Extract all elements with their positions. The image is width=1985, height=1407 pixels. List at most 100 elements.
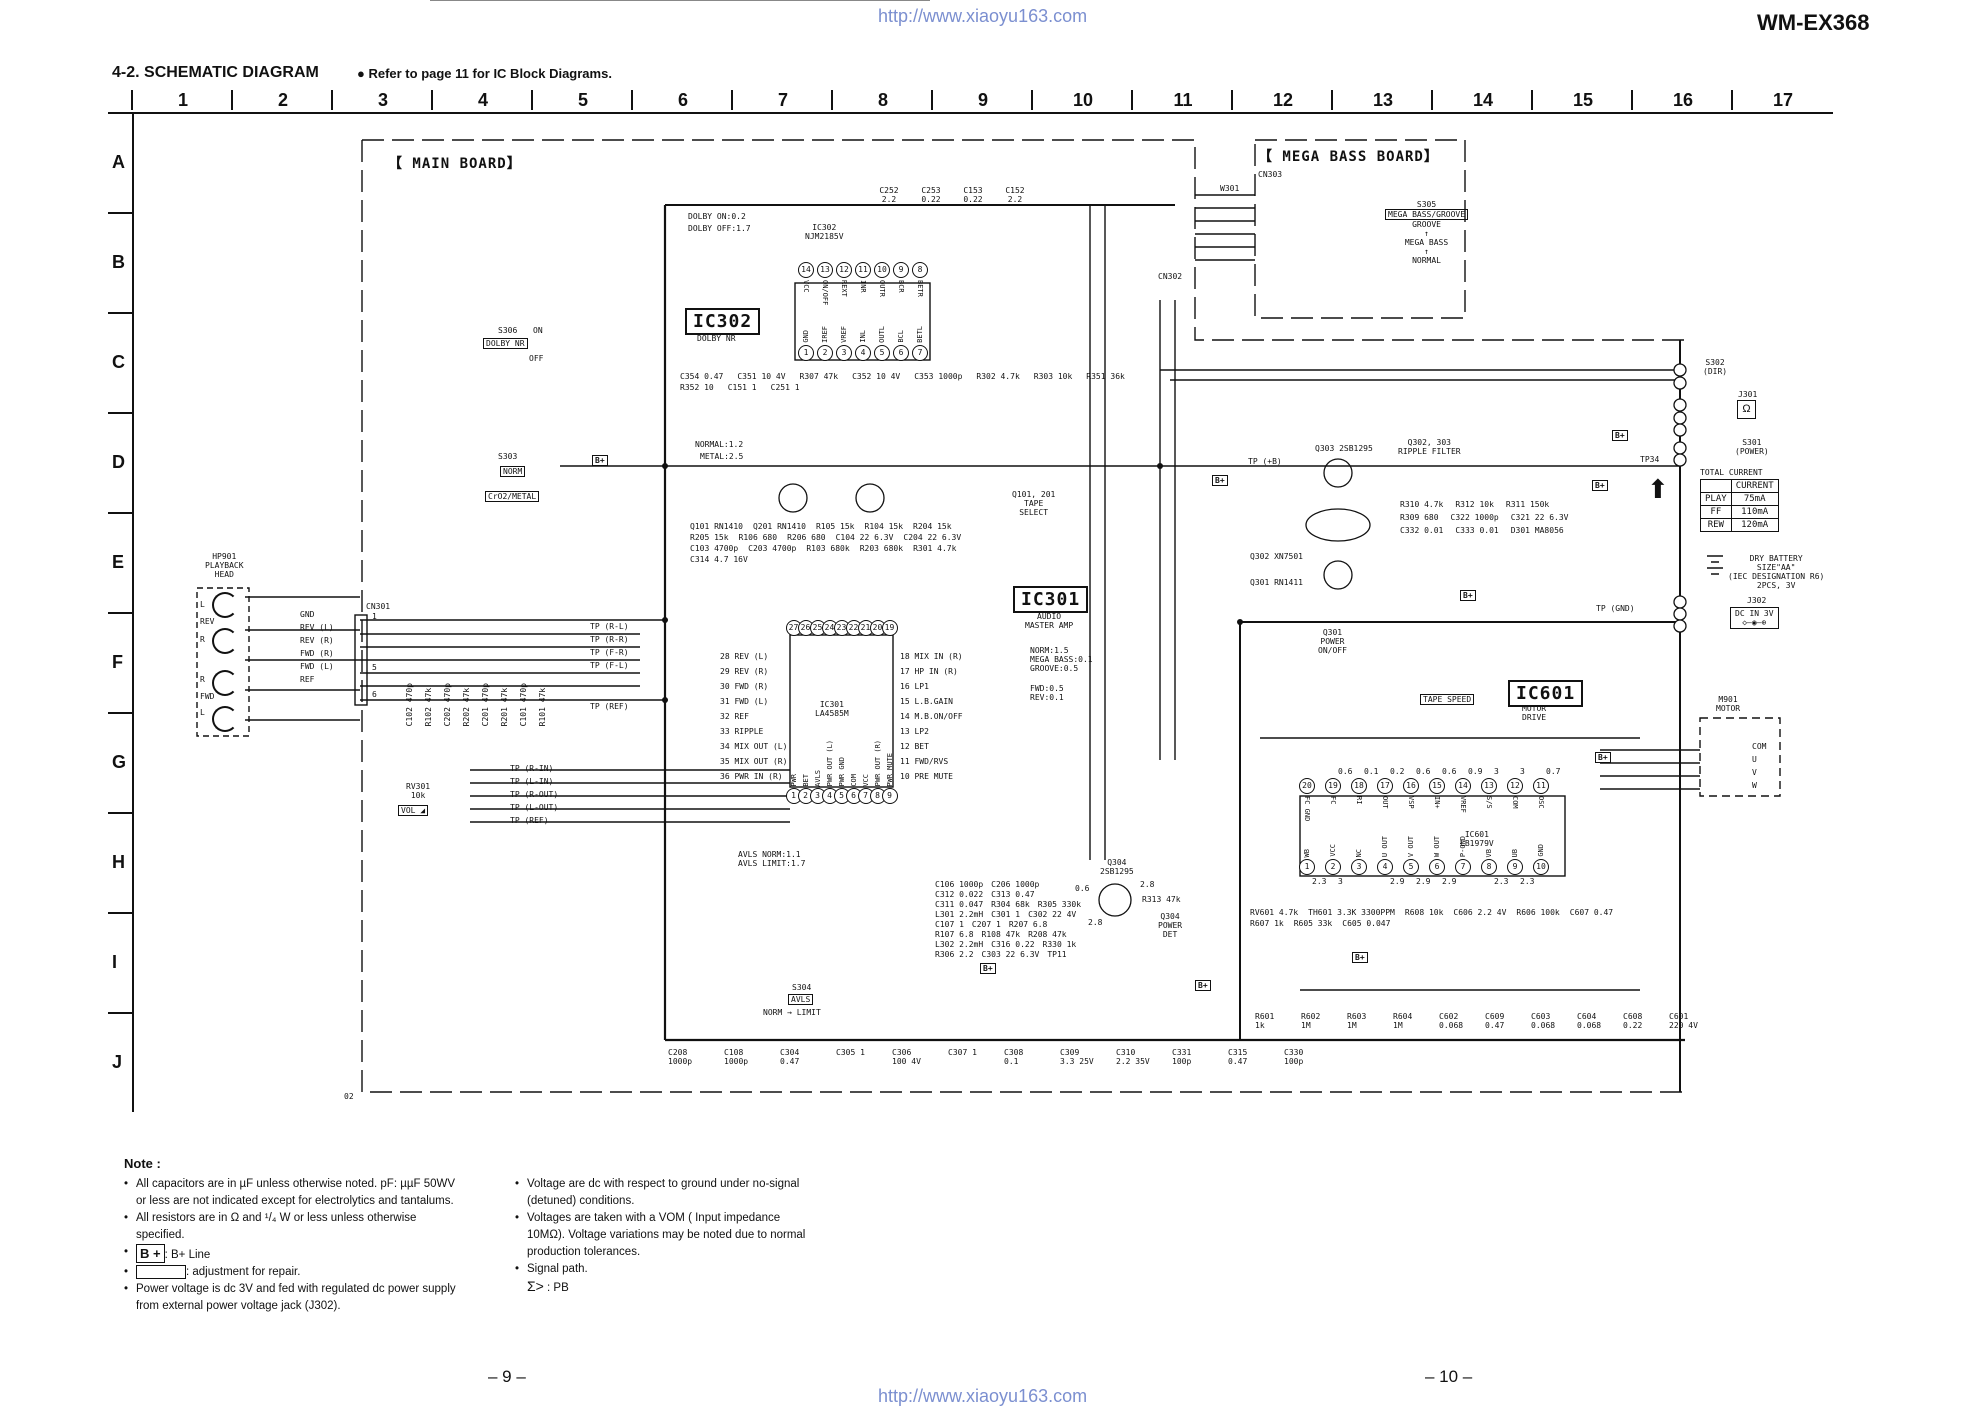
- avls-switch[interactable]: AVLS: [788, 994, 814, 1005]
- ic301-right-pin: 11 FWD/RVS: [900, 757, 949, 766]
- tp-plus-b[interactable]: TP (+B): [1248, 457, 1282, 466]
- pin-voltage: 0.9: [1468, 767, 1483, 776]
- metal-voltage: METAL:2.5: [700, 452, 744, 461]
- pin-name: OUTR: [878, 280, 886, 297]
- current-header: CURRENT: [1730, 479, 1779, 493]
- component-label: R203 680k: [859, 544, 904, 553]
- tp34[interactable]: TP34: [1640, 455, 1660, 464]
- battery-l4: 2PCS, 3V: [1756, 581, 1796, 590]
- tp-gnd[interactable]: TP (GND): [1596, 604, 1635, 613]
- mega-bass-position: MEGA BASS: [1404, 238, 1449, 247]
- pin-number: 14: [798, 262, 814, 278]
- grid-row-tick: [108, 712, 132, 714]
- pin-number: 5: [874, 344, 890, 361]
- component-label: R103 680k: [806, 544, 850, 553]
- component-label: R607 1k: [1250, 919, 1284, 928]
- pin-voltage: 0.2: [1390, 767, 1405, 776]
- note-item: Signal path.: [515, 1261, 815, 1278]
- grid-column-label: 4: [431, 90, 533, 110]
- grid-column-label: 5: [531, 90, 633, 110]
- pin-name: PWR OUT (R): [873, 740, 882, 787]
- note-item: All resistors are in Ω and ¹/₄ W or less…: [124, 1210, 464, 1244]
- cro2-metal-switch[interactable]: CrO2/METAL: [485, 491, 540, 502]
- bplus-marker: B+: [592, 455, 608, 466]
- q304-number: 2SB1295: [1100, 867, 1134, 876]
- ic301-label: IC301: [1013, 586, 1089, 613]
- pin-number: 13: [1481, 778, 1497, 794]
- q304-part: Q304 2SB1295: [1100, 858, 1134, 876]
- component-label: R107 6.8: [935, 930, 974, 939]
- pin-name: VCC: [1329, 844, 1337, 858]
- pin-name: VCC: [802, 280, 810, 293]
- signal-pb-legend: Σ> : PB: [515, 1278, 815, 1297]
- pin-voltage: 0.1: [1364, 767, 1379, 776]
- cn302-label: CN302: [1158, 272, 1183, 281]
- dc-in-jack[interactable]: DC IN 3V ◇—◉—⊕: [1730, 607, 1779, 629]
- grid-column-label: 8: [831, 90, 933, 110]
- pin-number: 13: [817, 262, 833, 278]
- pin-voltage: 3: [1520, 767, 1525, 776]
- pin-voltage: 2.3: [1494, 877, 1509, 887]
- pin-name: OUTL: [878, 326, 886, 343]
- dolby-nr-switch[interactable]: DOLBY NR: [483, 338, 528, 349]
- pin-voltage: 0.7: [1546, 767, 1561, 776]
- tape-speed-adjust[interactable]: TAPE SPEED: [1420, 694, 1475, 705]
- q303-label: Q303 2SB1295: [1315, 444, 1373, 453]
- grid-row-label: B: [112, 252, 125, 272]
- ic301-left-pin: 29 REV (R): [720, 667, 769, 676]
- grid-row-tick: [108, 112, 132, 114]
- component-label: C608 0.22: [1623, 1012, 1643, 1030]
- battery-l3: (IEC DESIGNATION R6): [1728, 572, 1825, 581]
- head-pin-label: GND: [300, 610, 315, 619]
- capacitor-label: C253 0.22: [921, 186, 941, 204]
- ic601-part-number: LB1979V: [1460, 839, 1494, 848]
- q101-func: TAPE: [1024, 499, 1044, 508]
- top-url[interactable]: http://www.xiaoyu163.com: [878, 6, 1088, 26]
- pin-number: 12: [836, 262, 852, 278]
- bottom-url[interactable]: http://www.xiaoyu163.com: [878, 1386, 1088, 1406]
- q304-ref: Q304: [1107, 858, 1127, 867]
- head-pin-label: FWD (R): [300, 649, 334, 658]
- headphone-jack-icon[interactable]: Ω: [1737, 400, 1756, 419]
- pin-name: BCL: [897, 330, 905, 343]
- head-fwd: FWD: [200, 692, 215, 701]
- pin-number: 9: [1507, 859, 1523, 876]
- pin-name: PWR MUTE: [885, 752, 894, 787]
- s301-func[interactable]: (POWER): [1735, 447, 1769, 456]
- hp901-label: HP901 PLAYBACK HEAD: [205, 552, 244, 579]
- mega-bass-groove-switch[interactable]: MEGA BASS/GROOVE: [1385, 209, 1469, 220]
- volume-control[interactable]: VOL ◢: [398, 805, 429, 816]
- top-rule: [430, 0, 930, 1]
- q301-label: Q301 RN1411: [1250, 578, 1303, 587]
- hp901-name2: HEAD: [214, 570, 234, 579]
- head-l-rev: L: [200, 600, 205, 609]
- switch-arrow-icon: ↑: [1424, 229, 1429, 238]
- pin-name: U OUT: [1381, 836, 1389, 858]
- ic301-part: IC301 LA4585M: [815, 700, 849, 718]
- pin-name: REXT: [840, 280, 848, 297]
- head-frame: [196, 587, 250, 737]
- ic301-right-pin: 16 LP1: [900, 682, 929, 691]
- ripple-func: RIPPLE FILTER: [1398, 447, 1461, 456]
- pin-number: 8: [912, 262, 928, 278]
- s302-func[interactable]: (DIR): [1703, 367, 1728, 376]
- ic301-right-pin: 17 HP IN (R): [900, 667, 958, 676]
- bplus-marker: B+: [1352, 952, 1368, 963]
- q304-v-collector: 2.8: [1088, 918, 1103, 927]
- filter-part: C102 470p: [405, 683, 414, 727]
- grid-row-tick: [108, 812, 132, 814]
- pin-name: S/S: [1485, 796, 1493, 809]
- pin-name: GND: [802, 330, 810, 343]
- tape-norm-switch[interactable]: NORM: [500, 466, 526, 477]
